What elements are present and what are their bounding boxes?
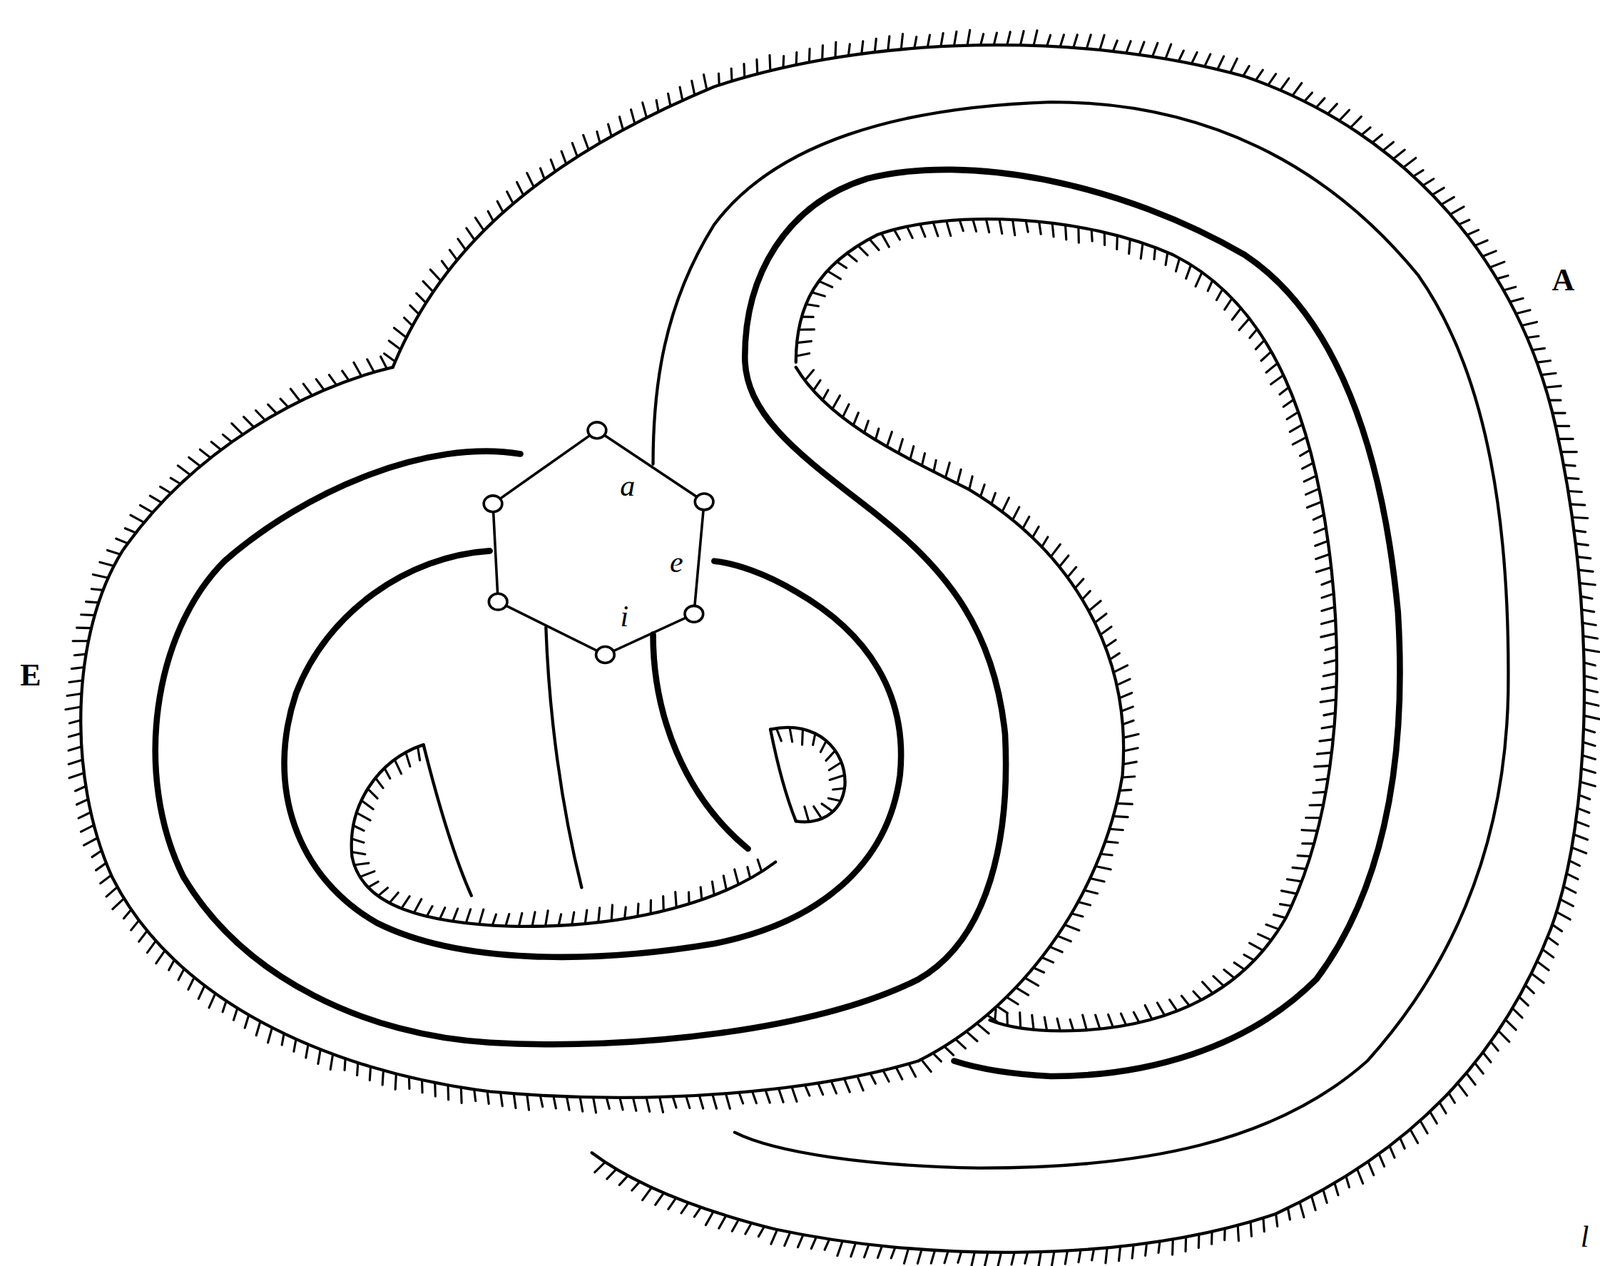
part-letter: a (619, 470, 635, 501)
inner-cavity-surface (796, 218, 1337, 1031)
hatch-ticks (776, 727, 845, 822)
right-pocket-surface (770, 727, 846, 822)
hexagon-outline (471, 413, 723, 674)
thick-layer-inner (284, 550, 902, 957)
figure-letter: l (1580, 1221, 1590, 1252)
part-letter: i (620, 601, 630, 632)
thick-layer (155, 169, 1401, 1077)
hatch-ticks (65, 356, 1139, 1113)
hatch-ticks (351, 746, 762, 927)
right-pocket-edge (770, 729, 797, 822)
pole-letter: E (19, 659, 41, 692)
pole-letter: A (1552, 264, 1576, 297)
thin-layer (653, 102, 1509, 1169)
thin-strand (545, 627, 582, 889)
hexagon-cell: a e i (471, 413, 723, 674)
thick-strand (653, 634, 749, 849)
hatch-ticks (384, 29, 1600, 1266)
left-pocket-surface (351, 744, 776, 927)
left-pocket-edge (423, 744, 472, 896)
part-letter: e (669, 547, 684, 578)
outer-surface-lobe (80, 367, 1124, 1098)
hatch-ticks (796, 218, 1337, 1031)
